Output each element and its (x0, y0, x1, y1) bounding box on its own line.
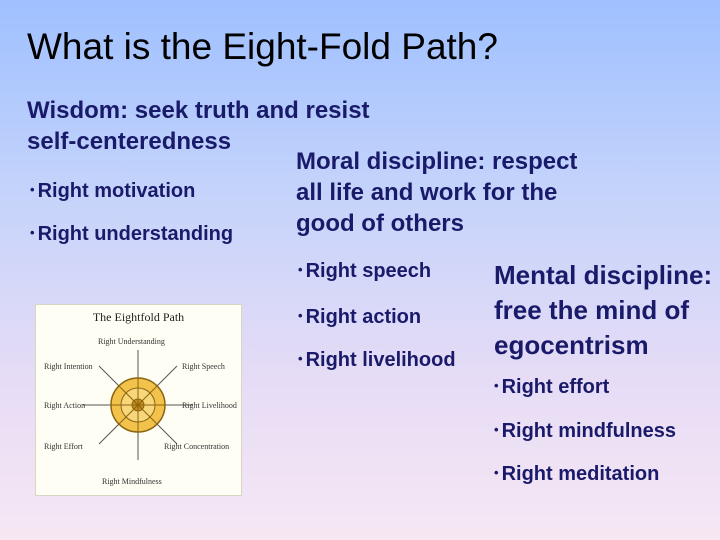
mental-heading: Mental discipline: free the mind of egoc… (494, 258, 712, 363)
figure-label-intention: Right Intention (44, 362, 93, 371)
bullet-dot: • (30, 182, 35, 197)
bullet-dot: • (298, 308, 303, 323)
mental-bullet-meditation: •Right meditation (494, 463, 659, 486)
slide-title: What is the Eight-Fold Path? (27, 26, 498, 67)
figure-label-livelihood: Right Livelihood (182, 401, 237, 410)
bullet-dot: • (298, 262, 303, 277)
bullet-dot: • (494, 378, 499, 393)
eightfold-wheel-figure: The Eightfold Path Right Understanding R… (35, 304, 242, 496)
wisdom-heading-line-1: Wisdom: seek truth and resist (27, 97, 370, 124)
bullet-dot: • (298, 351, 303, 366)
moral-bullet-livelihood: •Right livelihood (298, 349, 456, 372)
figure-label-concentration: Right Concentration (164, 442, 230, 451)
bullet-text: Right speech (305, 260, 432, 282)
bullet-text: Right understanding (37, 223, 234, 245)
bullet-text: Right meditation (501, 463, 660, 485)
bullet-text: Right effort (501, 376, 610, 398)
mental-heading-line-2: free the mind of (494, 295, 690, 325)
bullet-dot: • (30, 225, 35, 240)
bullet-text: Right livelihood (305, 349, 456, 371)
moral-heading-line-2: all life and work for the (296, 179, 558, 206)
wisdom-bullet-motivation: •Right motivation (30, 180, 195, 203)
moral-heading-line-1: Moral discipline: respect (296, 148, 578, 175)
mental-heading-line-1: Mental discipline: (494, 260, 713, 290)
moral-bullet-action: •Right action (298, 306, 421, 329)
mental-bullet-effort: •Right effort (494, 376, 609, 399)
figure-label-mindfulness: Right Mindfulness (102, 477, 162, 486)
bullet-text: Right mindfulness (501, 420, 677, 442)
moral-heading: Moral discipline: respect all life and w… (296, 146, 577, 239)
bullet-text: Right motivation (37, 180, 196, 202)
moral-heading-line-3: good of others (296, 210, 464, 237)
moral-bullet-speech: •Right speech (298, 260, 431, 283)
bullet-dot: • (494, 465, 499, 480)
mental-bullet-mindfulness: •Right mindfulness (494, 420, 676, 443)
bullet-dot: • (494, 422, 499, 437)
dharma-wheel-icon (83, 350, 193, 460)
figure-label-understanding: Right Understanding (98, 337, 165, 346)
figure-label-speech: Right Speech (182, 362, 225, 371)
figure-title: The Eightfold Path (92, 310, 185, 324)
wisdom-heading: Wisdom: seek truth and resist self-cente… (27, 95, 370, 157)
figure-label-action: Right Action (44, 401, 86, 410)
figure-label-effort: Right Effort (44, 442, 83, 451)
wisdom-bullet-understanding: •Right understanding (30, 223, 233, 246)
bullet-text: Right action (305, 306, 422, 328)
mental-heading-line-3: egocentrism (494, 330, 649, 360)
wisdom-heading-line-2: self-centeredness (27, 128, 232, 155)
